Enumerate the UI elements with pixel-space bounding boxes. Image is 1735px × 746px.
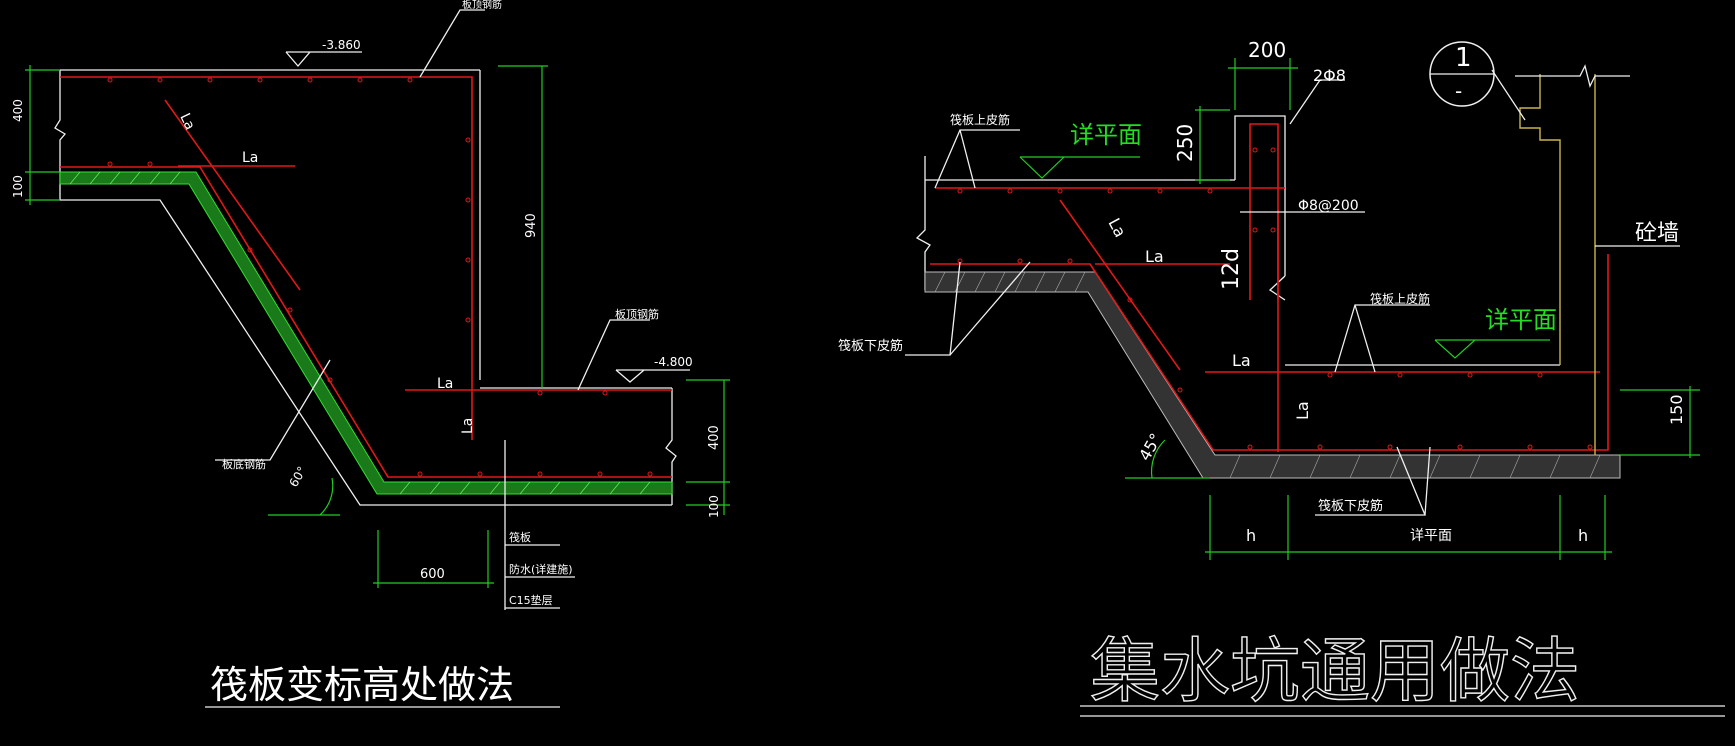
right-raft-top1: 筏板上皮筋 [950,112,1010,127]
right-hatch [934,271,1601,479]
right-la-1: La [1104,215,1130,240]
left-break-line [665,388,677,505]
left-layer-3: C15垫层 [509,593,553,607]
left-dim-100a: 100 [11,175,25,198]
right-la-4: La [1293,401,1312,420]
right-detail-plan1: 详平面 [1070,121,1142,149]
left-bottom-rebar [60,166,672,478]
left-layer-2: 防水(详建施) [509,562,573,576]
left-elev-top-text: -3.860 [322,38,361,52]
left-label-top-bar: 板顶钢筋 [462,0,502,11]
right-leader-raft-top1 [934,129,1020,189]
right-angle-text: 45° [1135,430,1166,464]
right-raft-bottom1: 筏板下皮筋 [838,338,903,354]
detail-circle-top: 1 [1455,43,1472,73]
right-la-2: La [1145,247,1164,266]
left-la-2: La [242,150,258,166]
left-layer-1: 筏板 [509,530,531,544]
left-leader-top-bar2 [577,319,650,391]
right-curb-break [1268,275,1286,301]
right-la-anchor-1 [1059,199,1181,371]
left-leader-bottom-bar [215,359,331,461]
left-detail: -3.860 -4.800 板顶钢筋 板顶钢筋 板底钢筋 400 100 940… [11,0,730,708]
right-raft-bottom2: 筏板下皮筋 [1318,498,1383,514]
right-bottom-rebar [930,254,1609,451]
left-angle-text: 60° [286,464,309,489]
right-detail-plan3: 详平面 [1410,528,1452,544]
right-dim-h2: h [1578,526,1588,545]
left-dim-100b: 100 [707,495,721,518]
left-leader-top-bar [419,9,485,78]
right-dim-h1: h [1246,526,1256,545]
right-wall-label: 砼墙 [1635,221,1679,246]
left-waterproof-band [59,171,673,495]
left-la-anchor-1 [164,99,301,291]
right-dim-250: 250 [1173,124,1197,162]
right-break-line [915,156,931,290]
right-dim-150: 150 [1667,394,1686,425]
right-dim-12d: 12d [1219,248,1244,290]
right-dim-200: 200 [1248,38,1286,62]
detail-circle-bottom: - [1455,79,1462,103]
right-detail-plan-marker1 [1019,156,1140,179]
left-slab-outline [54,70,672,506]
left-dim-400a: 400 [11,99,25,122]
right-detail: 200 2Φ8 250 Φ8@200 12d 详平面 详平面 详平面 筏板上皮筋… [838,38,1725,717]
right-angle-arc [1150,439,1166,479]
left-top-rebar [60,76,473,380]
left-angle-arc [319,477,334,516]
right-raft-top2: 筏板上皮筋 [1370,291,1430,306]
left-dim-400b: 400 [707,425,722,450]
right-title: 集水坑通用做法 [1090,630,1580,712]
left-la-1: La [176,111,197,133]
left-title: 筏板变标高处做法 [210,663,514,707]
left-elev-top-marker [285,51,362,67]
left-elev-bottom-marker [615,369,690,383]
left-rebar-dots [107,77,653,477]
right-leader-raft-bottom1b [949,261,1031,356]
right-stirrup: Φ8@200 [1298,198,1359,214]
right-leader-raft-top1b [959,129,976,189]
right-rebar-dots [957,147,1593,450]
left-dim-600: 600 [420,567,445,582]
right-wall-outline-left [1519,74,1561,365]
left-la-3: La [437,376,453,392]
left-label-bottom-bar: 板底钢筋 [222,457,266,471]
right-detail-plan-marker2 [1434,339,1550,359]
right-leader-raft-top2b [1354,304,1376,373]
left-la-4: La [460,418,476,434]
right-curb [1234,115,1286,276]
left-dim-940: 940 [524,213,539,238]
left-elev-bottom-text: -4.800 [654,355,693,369]
right-leader-2phi8 [1289,79,1345,125]
right-la-3: La [1232,351,1251,370]
right-waterproof-band [924,271,1621,479]
right-wall-top-break [1515,64,1630,88]
left-label-top-bar2: 板顶钢筋 [615,307,659,321]
right-detail-plan2: 详平面 [1485,306,1557,334]
detail-circle-leader [1491,69,1526,121]
right-rebar-2phi8: 2Φ8 [1313,66,1346,85]
right-leader-raft-top2 [1334,304,1430,373]
left-hatch [69,171,651,495]
right-leader-raft-bottom2b [1424,446,1431,516]
